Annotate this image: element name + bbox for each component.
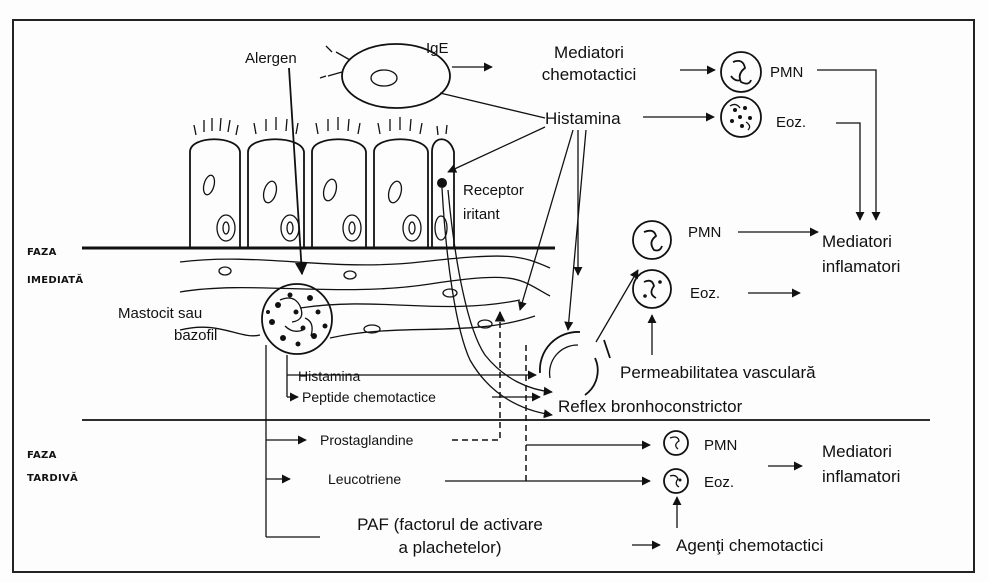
diagram-frame <box>13 20 974 572</box>
arrow-eos-to-mediators <box>836 123 860 220</box>
eos-cell-mid <box>633 270 671 308</box>
label-mast-cell-2: bazofil <box>174 327 217 344</box>
phase-immediate-label-2: IMEDIATĂ <box>27 273 83 286</box>
arrow-histamine-to-bronchus <box>568 130 586 330</box>
label-inflammatory-late-2: inflamatori <box>822 467 900 486</box>
label-pmn-late: PMN <box>704 437 737 454</box>
mast-cell <box>262 284 332 354</box>
label-inflammatory-late-1: Mediatori <box>822 442 892 461</box>
label-inflammatory-mid-1: Mediatori <box>822 232 892 251</box>
submucosa-tissue <box>180 256 550 338</box>
phase-late-label-2: TARDIVĂ <box>27 471 78 484</box>
label-paf-1: PAF (factorul de activare <box>357 515 543 534</box>
phase-immediate-label-1: FAZA <box>27 247 57 258</box>
label-receptor-2: iritant <box>463 206 501 223</box>
label-paf-2: a plachetelor) <box>398 538 501 557</box>
label-eos-late: Eoz. <box>704 474 734 491</box>
eos-cell-top <box>721 97 761 137</box>
pmn-cell-top <box>721 52 761 92</box>
label-bronchoconstrictor-reflex: Reflex bronhoconstrictor <box>558 397 743 416</box>
eos-cell-late <box>664 469 688 493</box>
label-mast-cell-1: Mastocit sau <box>118 305 202 322</box>
label-eos-mid: Eoz. <box>690 285 720 302</box>
arrow-bronchus-to-eos <box>596 270 638 342</box>
arrow-ige-to-histamine <box>440 93 545 118</box>
label-vascular-permeability: Permeabilitatea vasculară <box>620 363 816 382</box>
label-leukotrienes: Leucotriene <box>328 471 401 487</box>
bronchus-icon <box>540 332 610 395</box>
label-chemotactic-peptides: Peptide chemotactice <box>302 389 436 405</box>
pmn-cell-late <box>664 431 688 455</box>
phase-late-label-1: FAZA <box>27 450 57 461</box>
label-pmn-mid: PMN <box>688 224 721 241</box>
label-receptor-1: Receptor <box>463 182 524 199</box>
label-prostaglandins: Prostaglandine <box>320 432 414 448</box>
label-histamine-top: Histamina <box>545 109 621 128</box>
epithelium <box>190 117 454 248</box>
arrow-histamine-to-tissue <box>520 130 573 310</box>
arrow-pmn-to-mediators <box>817 70 876 220</box>
label-eos-top: Eoz. <box>776 114 806 131</box>
label-allergen: Alergen <box>245 50 297 67</box>
label-chemotactic-mediators-2: chemotactici <box>542 65 636 84</box>
pmn-cell-mid <box>633 221 671 259</box>
irritant-receptor-ending <box>437 178 447 188</box>
label-chemotactic-mediators-1: Mediatori <box>554 43 624 62</box>
arrow-histamine-to-receptor <box>448 127 545 172</box>
label-pmn-top: PMN <box>770 64 803 81</box>
label-ige: IgE <box>426 40 449 57</box>
label-chemotactic-agents: Agenţi chemotactici <box>676 536 823 555</box>
label-inflammatory-mid-2: inflamatori <box>822 257 900 276</box>
label-histamine-low: Histamina <box>298 368 360 384</box>
arrow-allergen-to-mastcell <box>289 68 302 274</box>
